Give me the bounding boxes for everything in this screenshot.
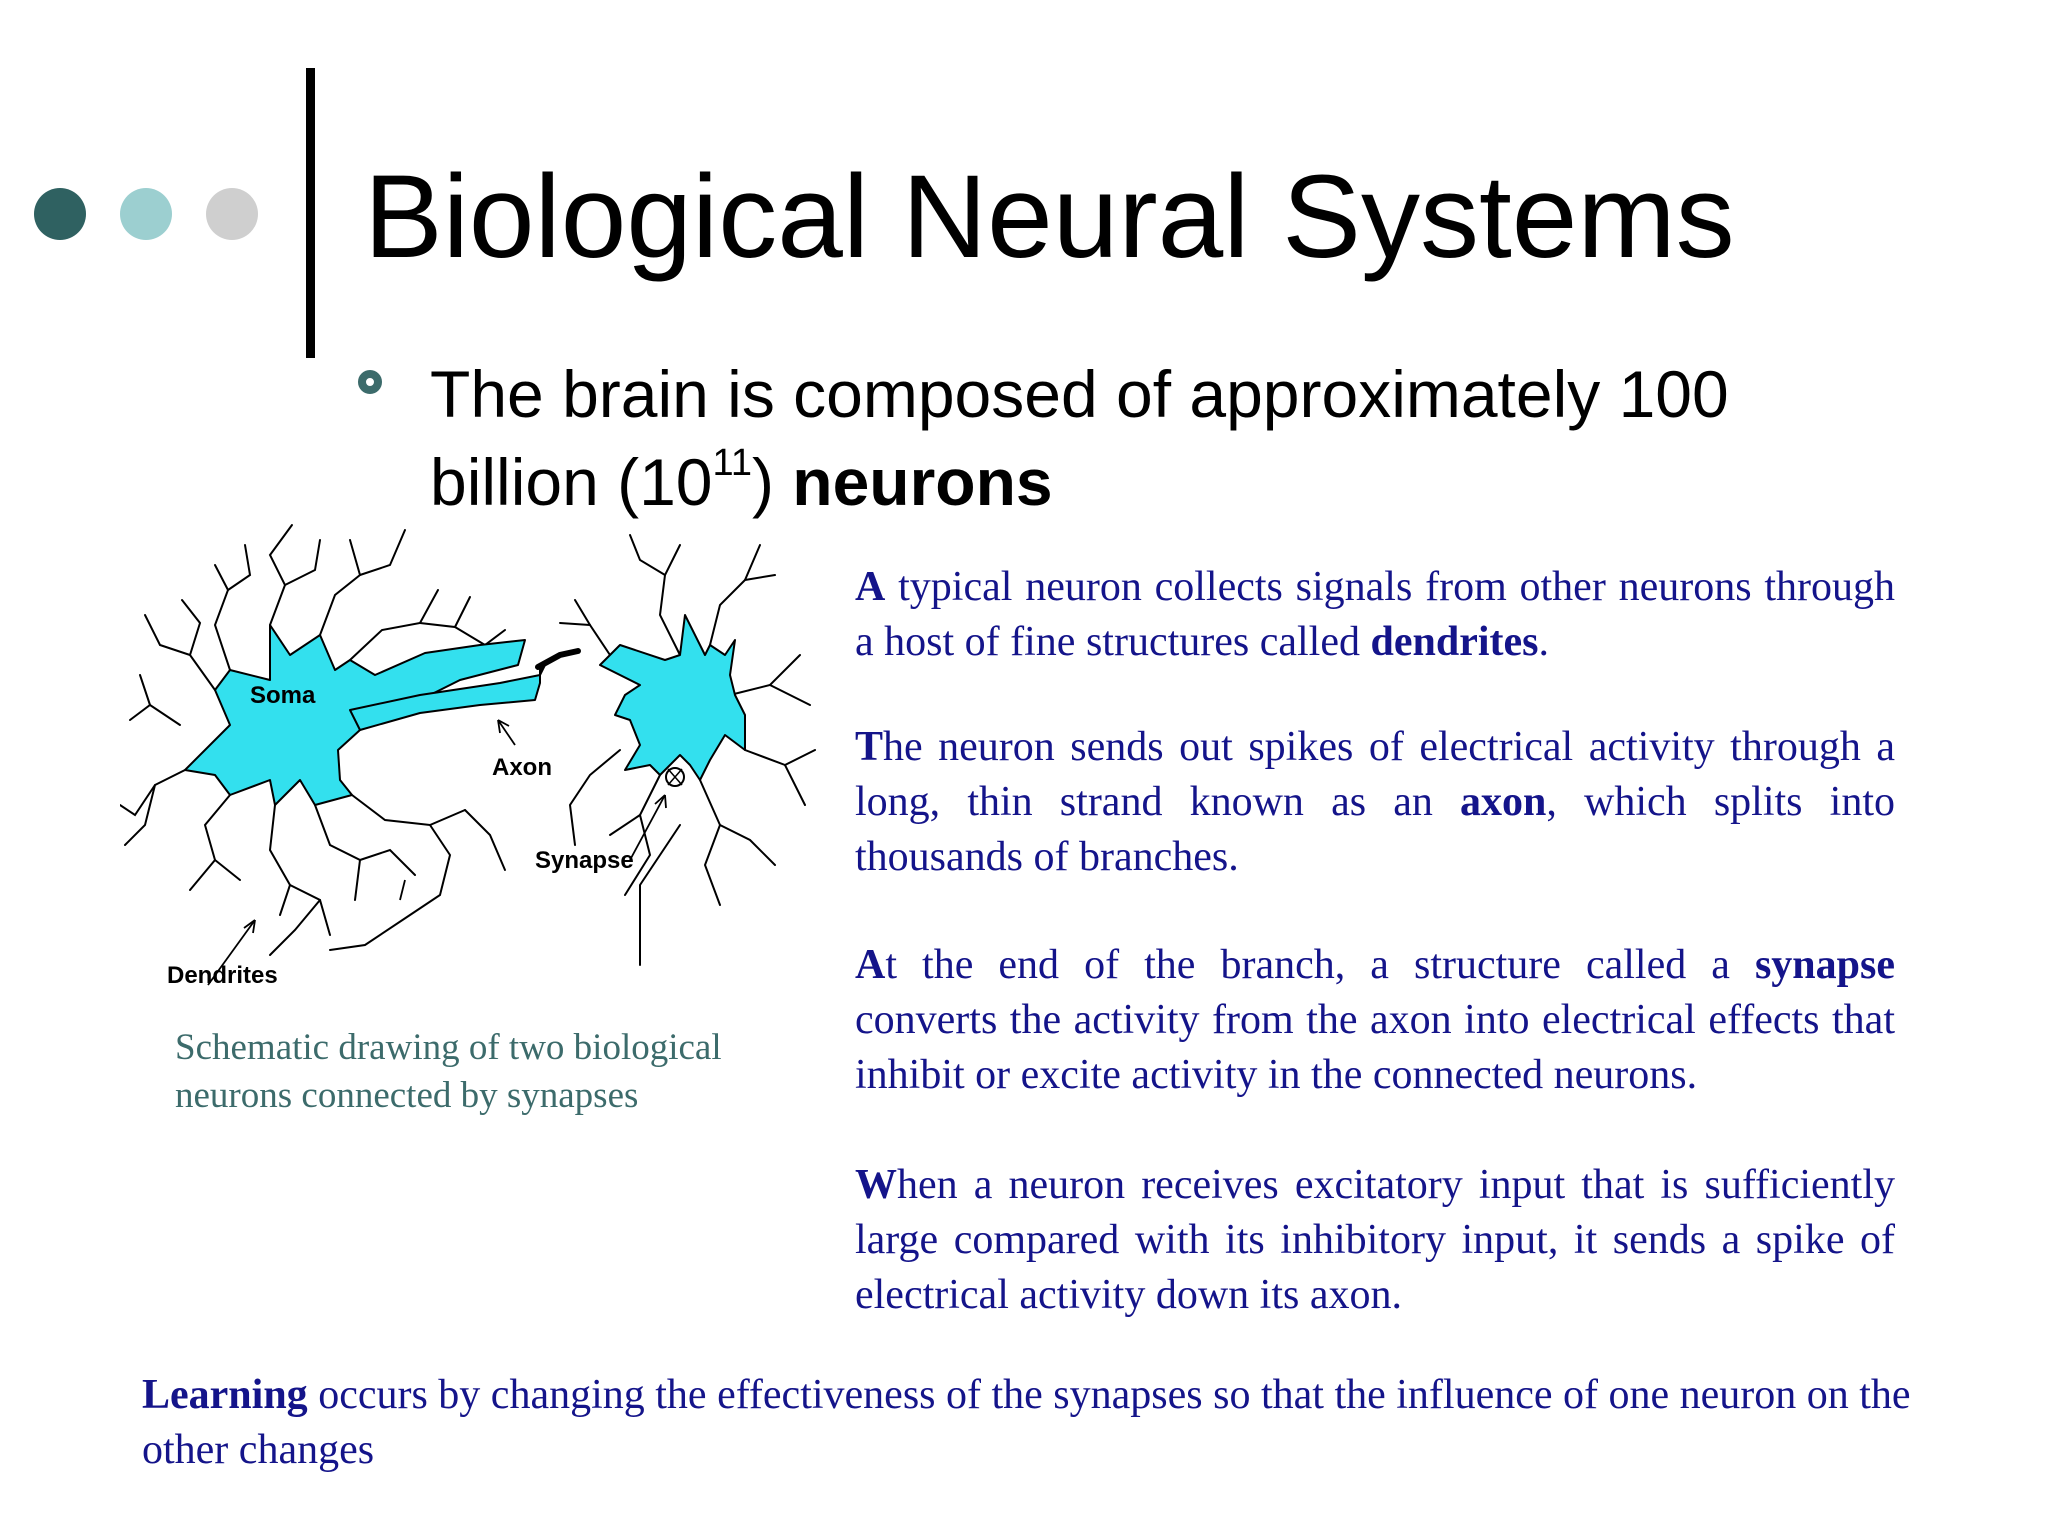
paragraph-synapse: At the end of the branch, a structure ca… xyxy=(855,938,1895,1103)
paragraph-lead-letter: W xyxy=(855,1162,897,1208)
paragraph-text: he neuron sends out spikes of electrical… xyxy=(855,724,1895,825)
paragraph-lead-letter: A xyxy=(855,564,886,610)
dendrite-branches-left xyxy=(120,524,506,956)
paragraph-lead-letter: A xyxy=(855,942,886,988)
paragraph-text: hen a neuron receives excitatory input t… xyxy=(855,1162,1895,1318)
bullet-text-main: The brain is composed of approximately 1… xyxy=(430,357,1729,519)
label-axon: Axon xyxy=(492,754,552,781)
paragraph-bold-term: dendrites xyxy=(1370,619,1539,665)
dendrite-branches-right xyxy=(559,534,816,966)
title-divider xyxy=(306,68,315,358)
bullet-text-middle: ) xyxy=(751,445,793,519)
paragraph-bold-term: axon xyxy=(1460,779,1547,825)
bullet-bold-term: neurons xyxy=(792,445,1053,519)
paragraph-text: t the end of the branch, a structure cal… xyxy=(885,942,1755,988)
label-synapse: Synapse xyxy=(535,847,634,874)
paragraph-text: typical neuron collects signals from oth… xyxy=(855,564,1895,665)
paragraph-dendrites: A typical neuron collects signals from o… xyxy=(855,560,1895,670)
learning-bold-term: Learning xyxy=(142,1372,308,1418)
synapse-cross xyxy=(667,768,683,786)
label-dendrites: Dendrites xyxy=(167,962,278,989)
bullet-text: The brain is composed of approximately 1… xyxy=(430,350,1830,526)
slide-title: Biological Neural Systems xyxy=(364,151,1735,283)
bullet-superscript: 11 xyxy=(712,442,752,484)
paragraph-bold-term: synapse xyxy=(1754,942,1895,988)
paragraph-axon: The neuron sends out spikes of electrica… xyxy=(855,720,1895,885)
paragraph-text-end: . xyxy=(1538,619,1549,665)
soma-right-body xyxy=(599,614,746,781)
neuron-diagram: Soma Axon Synapse Dendrites xyxy=(120,524,816,989)
synapse-marker xyxy=(665,767,685,787)
label-arrows xyxy=(207,719,667,986)
paragraph-excitation: When a neuron receives excitatory input … xyxy=(855,1158,1895,1323)
paragraph-lead-letter: T xyxy=(855,724,884,770)
axon-body xyxy=(349,664,546,731)
bullet-ring-icon xyxy=(358,370,382,394)
label-soma: Soma xyxy=(250,682,316,709)
paragraph-text-end: , which splits into thousands of branche… xyxy=(855,779,1895,880)
decor-dot-gray xyxy=(206,188,258,240)
axon-terminal xyxy=(535,648,581,670)
decor-dot-dark xyxy=(34,188,86,240)
learning-statement: Learning occurs by changing the effectiv… xyxy=(142,1368,1962,1478)
learning-text: occurs by changing the effectiveness of … xyxy=(142,1372,1911,1473)
decor-dot-teal xyxy=(120,188,172,240)
paragraph-text-end: converts the activity from the axon into… xyxy=(855,997,1895,1098)
diagram-caption: Schematic drawing of two biological neur… xyxy=(175,1027,722,1116)
